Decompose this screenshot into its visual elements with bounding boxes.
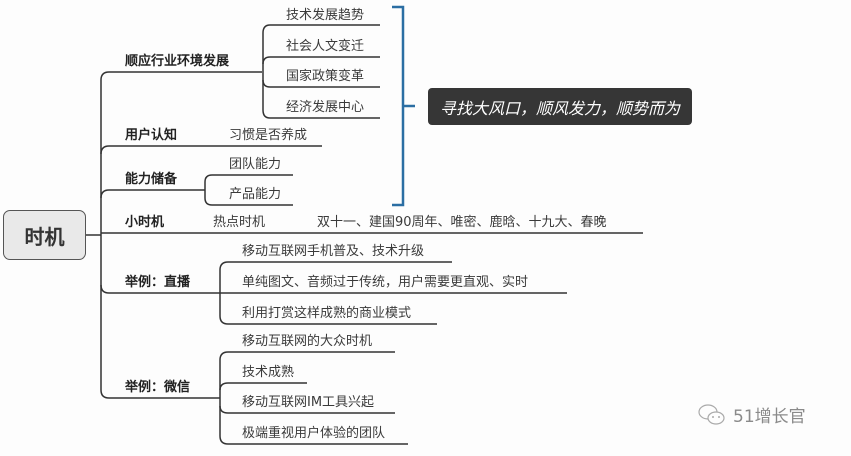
- leaf[interactable]: 国家政策变革: [286, 69, 365, 84]
- wechat-icon: [698, 403, 725, 425]
- leaf[interactable]: 单纯图文、音频过于传统，用户需要更直观、实时: [242, 275, 529, 290]
- leaf[interactable]: 极端重视用户体验的团队: [242, 426, 386, 441]
- branch-capability[interactable]: 能力储备: [125, 172, 178, 187]
- leaf[interactable]: 移动互联网手机普及、技术升级: [242, 244, 425, 259]
- root-node[interactable]: 时机: [3, 210, 86, 260]
- watermark-label: 51增长官: [733, 407, 806, 427]
- leaf[interactable]: 团队能力: [229, 157, 282, 172]
- leaf[interactable]: 移动互联网IM工具兴起: [242, 395, 375, 410]
- branch-example-live[interactable]: 举例：直播: [125, 275, 191, 290]
- leaf[interactable]: 利用打赏这样成熟的商业模式: [242, 306, 412, 321]
- summary-bracket: [392, 5, 415, 207]
- branch-example-wechat[interactable]: 举例：微信: [125, 380, 191, 395]
- leaf[interactable]: 社会人文变迁: [286, 39, 365, 54]
- leaf-detail[interactable]: 双十一、建国90周年、唯密、鹿晗、十九大、春晚: [317, 215, 607, 230]
- branch-industry[interactable]: 顺应行业环境发展: [125, 54, 230, 69]
- branch-small-timing[interactable]: 小时机: [125, 215, 165, 230]
- callout-label: 寻找大风口，顺风发力，顺势而为: [439, 98, 680, 118]
- root-label: 时机: [24, 224, 65, 249]
- summary-callout[interactable]: 寻找大风口，顺风发力，顺势而为: [428, 88, 692, 125]
- leaf[interactable]: 热点时机: [213, 215, 266, 230]
- leaf[interactable]: 移动互联网的大众时机: [242, 334, 373, 349]
- leaf[interactable]: 产品能力: [229, 187, 282, 202]
- leaf[interactable]: 技术发展趋势: [286, 8, 365, 23]
- branch-user-cognition[interactable]: 用户认知: [125, 128, 178, 143]
- leaf[interactable]: 习惯是否养成: [229, 128, 308, 143]
- leaf[interactable]: 经济发展中心: [286, 100, 365, 115]
- watermark: 51增长官: [697, 402, 806, 427]
- leaf[interactable]: 技术成熟: [242, 365, 295, 380]
